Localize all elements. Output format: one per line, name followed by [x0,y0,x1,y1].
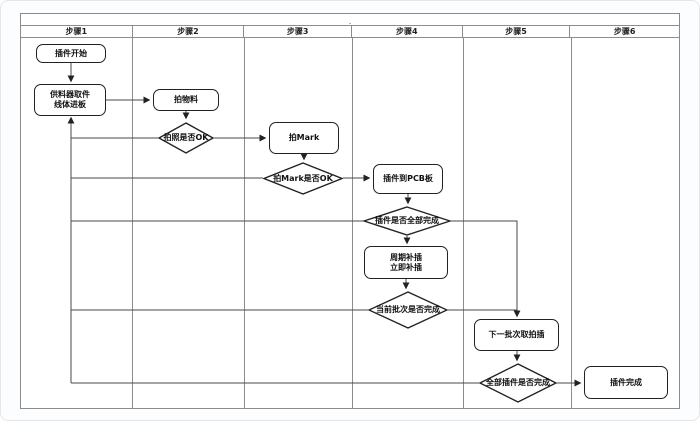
diamond-shape [158,122,214,154]
lane-header-step2: 步骤2 [131,26,244,37]
node-insert-all-done-decision: 插件是否全部完成 [363,206,451,236]
lane-divider-2 [244,38,245,408]
diamond-shape [363,206,451,236]
lane-label: 步骤5 [505,27,527,36]
lane-header-row: 步骤1 步骤2 步骤3 步骤4 步骤5 步骤6 [21,26,679,38]
node-start-label: 插件开始 [55,48,87,58]
connector-layer [67,63,582,387]
node-photo-material: 拍物料 [153,89,219,111]
node-insert-pcb-label: 插件到PCB板 [383,174,433,183]
lane-header-step1: 步骤1 [21,26,132,37]
node-batch-done-decision: 当前批次是否完成 [368,291,448,329]
node-photo-mark: 拍Mark [269,122,339,154]
lane-divider-5 [571,38,572,408]
node-next-batch-label: 下一批次取拍插 [488,330,545,339]
node-batch-done-label: 当前批次是否完成 [376,305,440,314]
node-all-insert-done-label: 全部插件是否完成 [486,378,550,387]
connector-insert-all-done-to-next-batch [451,220,521,318]
diamond-shape [263,162,343,195]
node-photo-mark-label: 拍Mark [288,133,320,142]
node-feeder-pick-label: 供料器取件 线体进板 [50,90,90,109]
lane-header-step5: 步骤5 [461,26,570,37]
node-photo-material-label: 拍物料 [174,95,198,104]
node-mark-ok-label: 拍Mark是否OK [273,173,333,183]
node-start: 插件开始 [36,44,106,63]
lane-label: 步骤1 [65,27,88,36]
lane-label: 步骤6 [613,27,636,36]
diamond-shape [368,291,448,329]
node-finish-label: 插件完成 [610,377,642,387]
node-photo-ok-label: 拍照是否OK [163,133,209,142]
flowchart-frame: . 步骤1 步骤2 步骤3 步骤4 步骤5 步骤6 [20,13,680,409]
node-feeder-pick: 供料器取件 线体进板 [34,84,106,116]
node-replenish-label: 周期补插 立即补插 [390,252,422,272]
lane-divider-3 [352,38,353,408]
lane-header-step6: 步骤6 [569,26,679,37]
node-mark-ok-decision: 拍Mark是否OK [263,162,343,195]
lane-header-step3: 步骤3 [243,26,351,37]
lane-label: 步骤3 [286,27,309,36]
node-finish: 插件完成 [584,366,668,399]
lane-label: 步骤2 [177,27,199,36]
node-all-insert-done-decision: 全部插件是否完成 [479,363,557,403]
diamond-shape [479,363,557,403]
lane-label: 步骤4 [396,27,418,36]
node-next-batch: 下一批次取拍插 [474,319,559,351]
lane-divider-4 [463,38,464,408]
lane-divider-1 [132,38,133,408]
title-band: . [21,14,679,26]
node-insert-pcb: 插件到PCB板 [373,164,443,194]
title-dot: . [348,17,352,26]
node-insert-all-done-label: 插件是否全部完成 [375,216,439,225]
lane-header-step4: 步骤4 [350,26,462,37]
node-replenish: 周期补插 立即补插 [364,246,448,279]
node-photo-ok-decision: 拍照是否OK [158,122,214,154]
